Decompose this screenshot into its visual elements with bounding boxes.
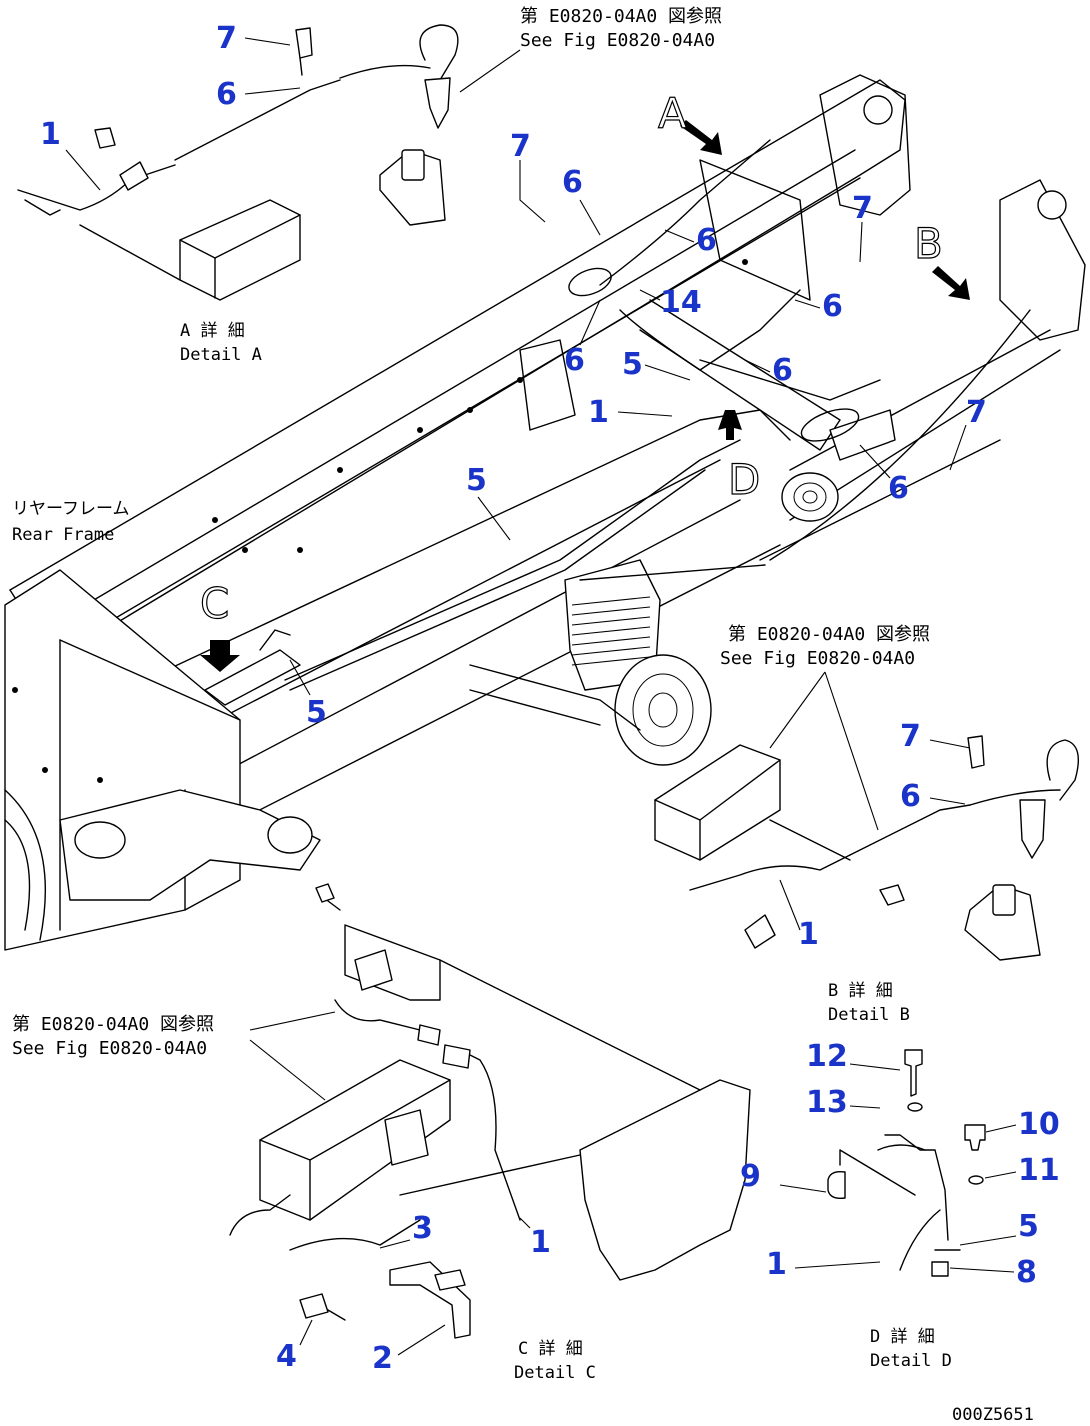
detail-b-title-jp: B 詳 細 <box>828 981 893 1001</box>
callout-d-10: 10 <box>1018 1107 1060 1142</box>
rear-frame-label-jp: リヤーフレーム <box>12 499 129 519</box>
detail-c-drawing <box>229 883 751 1339</box>
callout-main-14: 14 <box>660 285 702 320</box>
callout-d-5: 5 <box>1018 1209 1039 1244</box>
callout-main-6a: 6 <box>562 165 583 200</box>
detail-b-title-en: Detail B <box>828 1005 910 1025</box>
callout-c-4: 4 <box>276 1339 297 1374</box>
callout-b-6: 6 <box>900 779 921 814</box>
ref-middle-en: See Fig E0820-04A0 <box>720 648 915 669</box>
detail-d-drawing <box>827 1049 986 1277</box>
detail-a-title-en: Detail A <box>180 345 262 365</box>
ref-bottom-jp: 第 E0820-04A0 図参照 <box>12 1014 214 1035</box>
callout-a-6: 6 <box>216 77 237 112</box>
callout-d-9: 9 <box>740 1159 761 1194</box>
detail-b-drawing <box>654 735 1079 961</box>
view-letter-a: A <box>658 89 687 138</box>
detail-d-title-en: Detail D <box>870 1351 952 1371</box>
detail-c-title-jp: C 詳 細 <box>518 1339 583 1359</box>
callout-main-6b: 6 <box>696 223 717 258</box>
view-letter-d: D <box>728 455 760 504</box>
callout-main-6f: 6 <box>888 471 909 506</box>
callout-main-6e: 6 <box>772 353 793 388</box>
callout-c-3: 3 <box>412 1211 433 1246</box>
callout-d-12: 12 <box>806 1039 848 1074</box>
callout-main-5b: 5 <box>466 463 487 498</box>
wire-harness-main <box>284 139 1031 691</box>
rear-frame-label-en: Rear Frame <box>12 525 114 545</box>
ref-middle-jp: 第 E0820-04A0 図参照 <box>728 624 930 645</box>
callouts-main: 7 6 6 7 14 6 6 5 6 1 7 6 5 5 <box>289 129 987 730</box>
callouts-detail-b: 7 6 1 <box>779 719 971 952</box>
callout-d-8: 8 <box>1016 1255 1037 1290</box>
detail-d-title-jp: D 詳 細 <box>870 1327 935 1347</box>
callout-a-7: 7 <box>216 21 237 56</box>
drawing-code: 000Z5651 <box>952 1405 1034 1425</box>
ref-bottom-en: See Fig E0820-04A0 <box>12 1038 207 1059</box>
callout-main-7a: 7 <box>510 129 531 164</box>
detail-a-drawing <box>17 24 459 301</box>
ref-top-en: See Fig E0820-04A0 <box>520 30 715 51</box>
callouts-detail-a: 7 6 1 <box>40 21 301 191</box>
callouts-detail-d: 12 13 10 11 9 5 1 8 <box>740 1039 1060 1290</box>
callout-main-7c: 7 <box>966 395 987 430</box>
callout-b-7: 7 <box>900 719 921 754</box>
callout-d-11: 11 <box>1018 1153 1060 1188</box>
callout-a-1: 1 <box>40 117 61 152</box>
view-letter-b: B <box>914 219 943 268</box>
callout-main-6d: 6 <box>564 343 585 378</box>
callout-d-1: 1 <box>766 1247 787 1282</box>
callouts-detail-c: 3 1 4 2 <box>276 1211 551 1376</box>
view-letter-c: C <box>200 579 229 628</box>
rear-frame-drawing <box>4 74 1086 951</box>
ref-top-jp: 第 E0820-04A0 図参照 <box>520 6 722 27</box>
callout-d-13: 13 <box>806 1085 848 1120</box>
callout-c-1: 1 <box>530 1225 551 1260</box>
detail-c-title-en: Detail C <box>514 1363 596 1383</box>
callout-main-1: 1 <box>588 395 609 430</box>
detail-a-title-jp: A 詳 細 <box>180 321 245 341</box>
callout-c-2: 2 <box>372 1341 393 1376</box>
callout-b-1: 1 <box>798 917 819 952</box>
callout-main-5c: 5 <box>306 695 327 730</box>
callout-main-7b: 7 <box>852 191 873 226</box>
callout-main-5a: 5 <box>622 347 643 382</box>
view-arrows <box>200 120 970 672</box>
callout-main-6c: 6 <box>822 289 843 324</box>
